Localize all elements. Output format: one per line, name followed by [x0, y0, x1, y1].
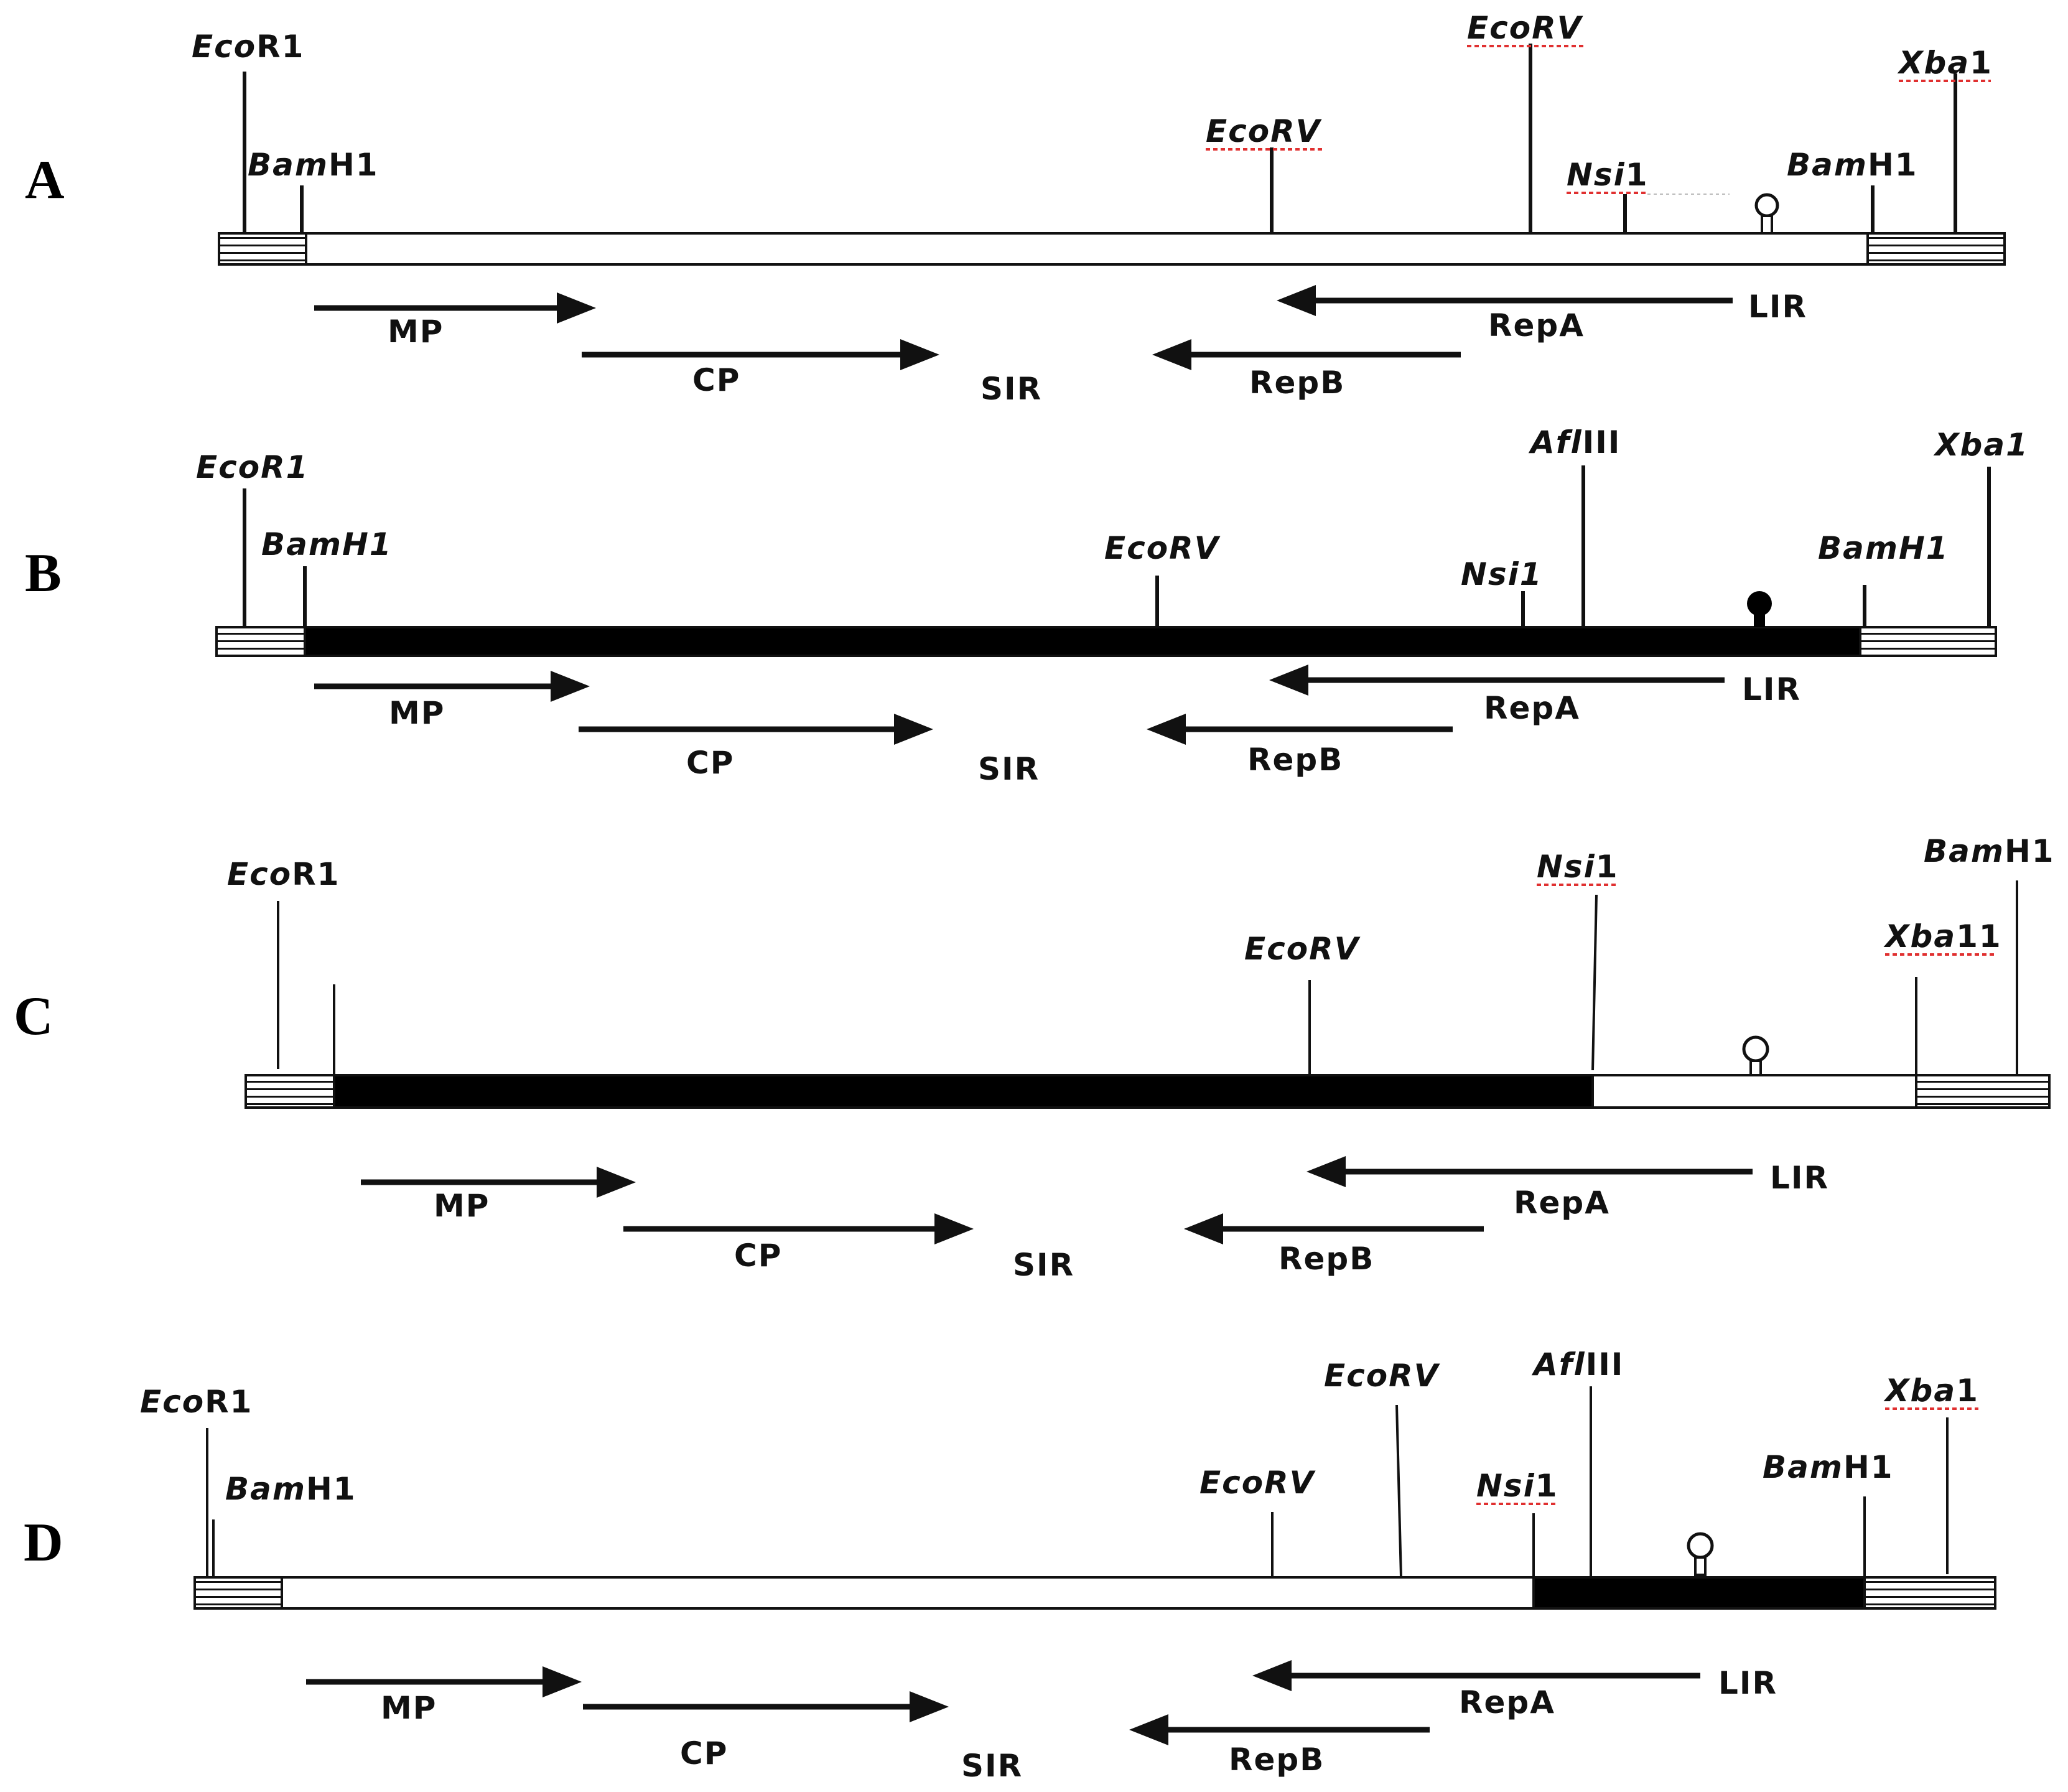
- gene-label-sir: SIR: [980, 371, 1042, 407]
- panel-letter-a: A: [25, 150, 65, 210]
- site-label: EcoRV: [1206, 113, 1322, 149]
- insert-open-segment: [305, 232, 1869, 266]
- insert-filled-segment: [304, 626, 1861, 657]
- site-label: BamH1: [1924, 833, 2055, 869]
- site-label: Nsi1: [1537, 849, 1619, 885]
- flank-right: [1866, 232, 2006, 266]
- gene-label-lir: LIR: [1742, 671, 1801, 707]
- site-label: Nsi1: [1567, 157, 1649, 193]
- insert-open-segment: [1591, 1074, 1917, 1109]
- gene-label-lir: LIR: [1748, 289, 1807, 325]
- gene-label-repa: RepA: [1484, 690, 1580, 726]
- gene-label-sir: SIR: [961, 1748, 1023, 1784]
- panel-a: A EcoR1 BamH1 EcoRV EcoRV Nsi1 BamH1 Xba…: [25, 10, 2006, 407]
- gene-label-sir: SIR: [978, 751, 1040, 787]
- gene-label-repb: RepB: [1249, 365, 1345, 401]
- gene-label-cp: CP: [734, 1238, 782, 1274]
- gene-label-repa: RepA: [1514, 1185, 1610, 1221]
- arrow-head: [551, 671, 590, 702]
- site-label: EcoR1: [192, 29, 304, 65]
- flank-right: [1859, 626, 1997, 657]
- site-label: BamH1: [261, 526, 393, 562]
- site-label: Nsi1: [1476, 1468, 1558, 1504]
- gene-label-mp: MP: [434, 1188, 490, 1224]
- gene-label-repb: RepB: [1229, 1742, 1325, 1778]
- arrow-head: [894, 714, 933, 745]
- gene-label-mp: MP: [388, 314, 444, 350]
- gene-label-repb: RepB: [1279, 1241, 1374, 1277]
- panel-d: D EcoR1 BamH1 EcoRV EcoRV AflIII Nsi1 Ba…: [24, 1346, 1996, 1784]
- gene-label-cp: CP: [692, 362, 740, 398]
- site-label: Xba11: [1883, 918, 2002, 954]
- flank-left: [245, 1074, 335, 1109]
- panel-letter-d: D: [24, 1513, 63, 1573]
- arrow-head: [1277, 285, 1316, 316]
- site-label: BamH1: [225, 1471, 356, 1507]
- flank-left: [218, 232, 307, 266]
- arrow-head: [910, 1691, 949, 1722]
- panel-c: C EcoR1 EcoRV Nsi1 Xba11 BamH1: [14, 833, 2055, 1283]
- site-label: Xba1: [1883, 1373, 1979, 1409]
- site-label: EcoRV: [1199, 1465, 1316, 1501]
- site-label: EcoR1: [196, 449, 309, 485]
- flank-right: [1863, 1576, 1996, 1610]
- gene-label-repa: RepA: [1459, 1684, 1555, 1720]
- gene-label-cp: CP: [680, 1735, 728, 1771]
- gene-label-mp: MP: [381, 1690, 437, 1726]
- arrow-head: [1147, 714, 1186, 745]
- site-label: Xba1: [1933, 427, 2029, 463]
- gene-label-lir: LIR: [1770, 1160, 1829, 1196]
- gene-label-cp: CP: [686, 745, 734, 781]
- site-line: [1591, 894, 1598, 1071]
- gene-label-repa: RepA: [1488, 307, 1585, 343]
- insert-filled-segment: [1532, 1576, 1866, 1610]
- site-label: EcoRV: [1324, 1358, 1440, 1394]
- flank-left: [215, 626, 306, 657]
- gene-label-mp: MP: [389, 695, 445, 731]
- panel-letter-c: C: [14, 986, 54, 1047]
- stem-loop-open-icon: [1687, 1532, 1714, 1576]
- site-label: EcoRV: [1244, 931, 1361, 967]
- flank-left: [193, 1576, 283, 1610]
- site-label: BamH1: [1818, 530, 1949, 566]
- arrow-head: [1184, 1213, 1223, 1244]
- panel-letter-b: B: [25, 543, 62, 604]
- site-label: AflIII: [1528, 424, 1621, 460]
- site-label: Nsi1: [1461, 556, 1543, 592]
- arrow-head: [1152, 339, 1191, 370]
- arrow-head: [597, 1167, 636, 1198]
- site-label: EcoRV: [1467, 10, 1583, 46]
- gene-label-repb: RepB: [1247, 742, 1343, 778]
- arrow-head: [934, 1213, 974, 1244]
- arrow-head: [1252, 1660, 1292, 1691]
- site-line: [1395, 1404, 1402, 1578]
- stem-loop-open-icon: [1754, 193, 1779, 235]
- arrow-head: [1269, 665, 1308, 696]
- gene-label-sir: SIR: [1013, 1247, 1074, 1283]
- panel-b: B EcoR1 BamH1 EcoRV Nsi1 AflIII BamH1 Xb…: [25, 424, 2029, 787]
- arrow-head: [1306, 1156, 1346, 1187]
- arrow-head: [557, 292, 596, 324]
- arrow-head: [900, 339, 939, 370]
- insert-filled-segment: [333, 1074, 1594, 1109]
- insert-open-segment: [281, 1576, 1535, 1610]
- stem-loop-filled-icon: [1747, 591, 1772, 627]
- site-label: EcoR1: [227, 856, 340, 892]
- site-label: EcoRV: [1104, 530, 1221, 566]
- site-label: BamH1: [1763, 1449, 1894, 1485]
- gene-label-lir: LIR: [1718, 1665, 1777, 1701]
- arrow-head: [543, 1666, 582, 1697]
- arrow-head: [1129, 1714, 1168, 1745]
- stem-loop-open-icon: [1742, 1035, 1769, 1076]
- site-label: EcoR1: [140, 1384, 253, 1420]
- site-label: BamH1: [248, 147, 379, 183]
- site-label: Xba1: [1897, 45, 1993, 81]
- flank-right: [1915, 1074, 2051, 1109]
- site-label: AflIII: [1531, 1346, 1624, 1383]
- site-label: BamH1: [1787, 147, 1918, 183]
